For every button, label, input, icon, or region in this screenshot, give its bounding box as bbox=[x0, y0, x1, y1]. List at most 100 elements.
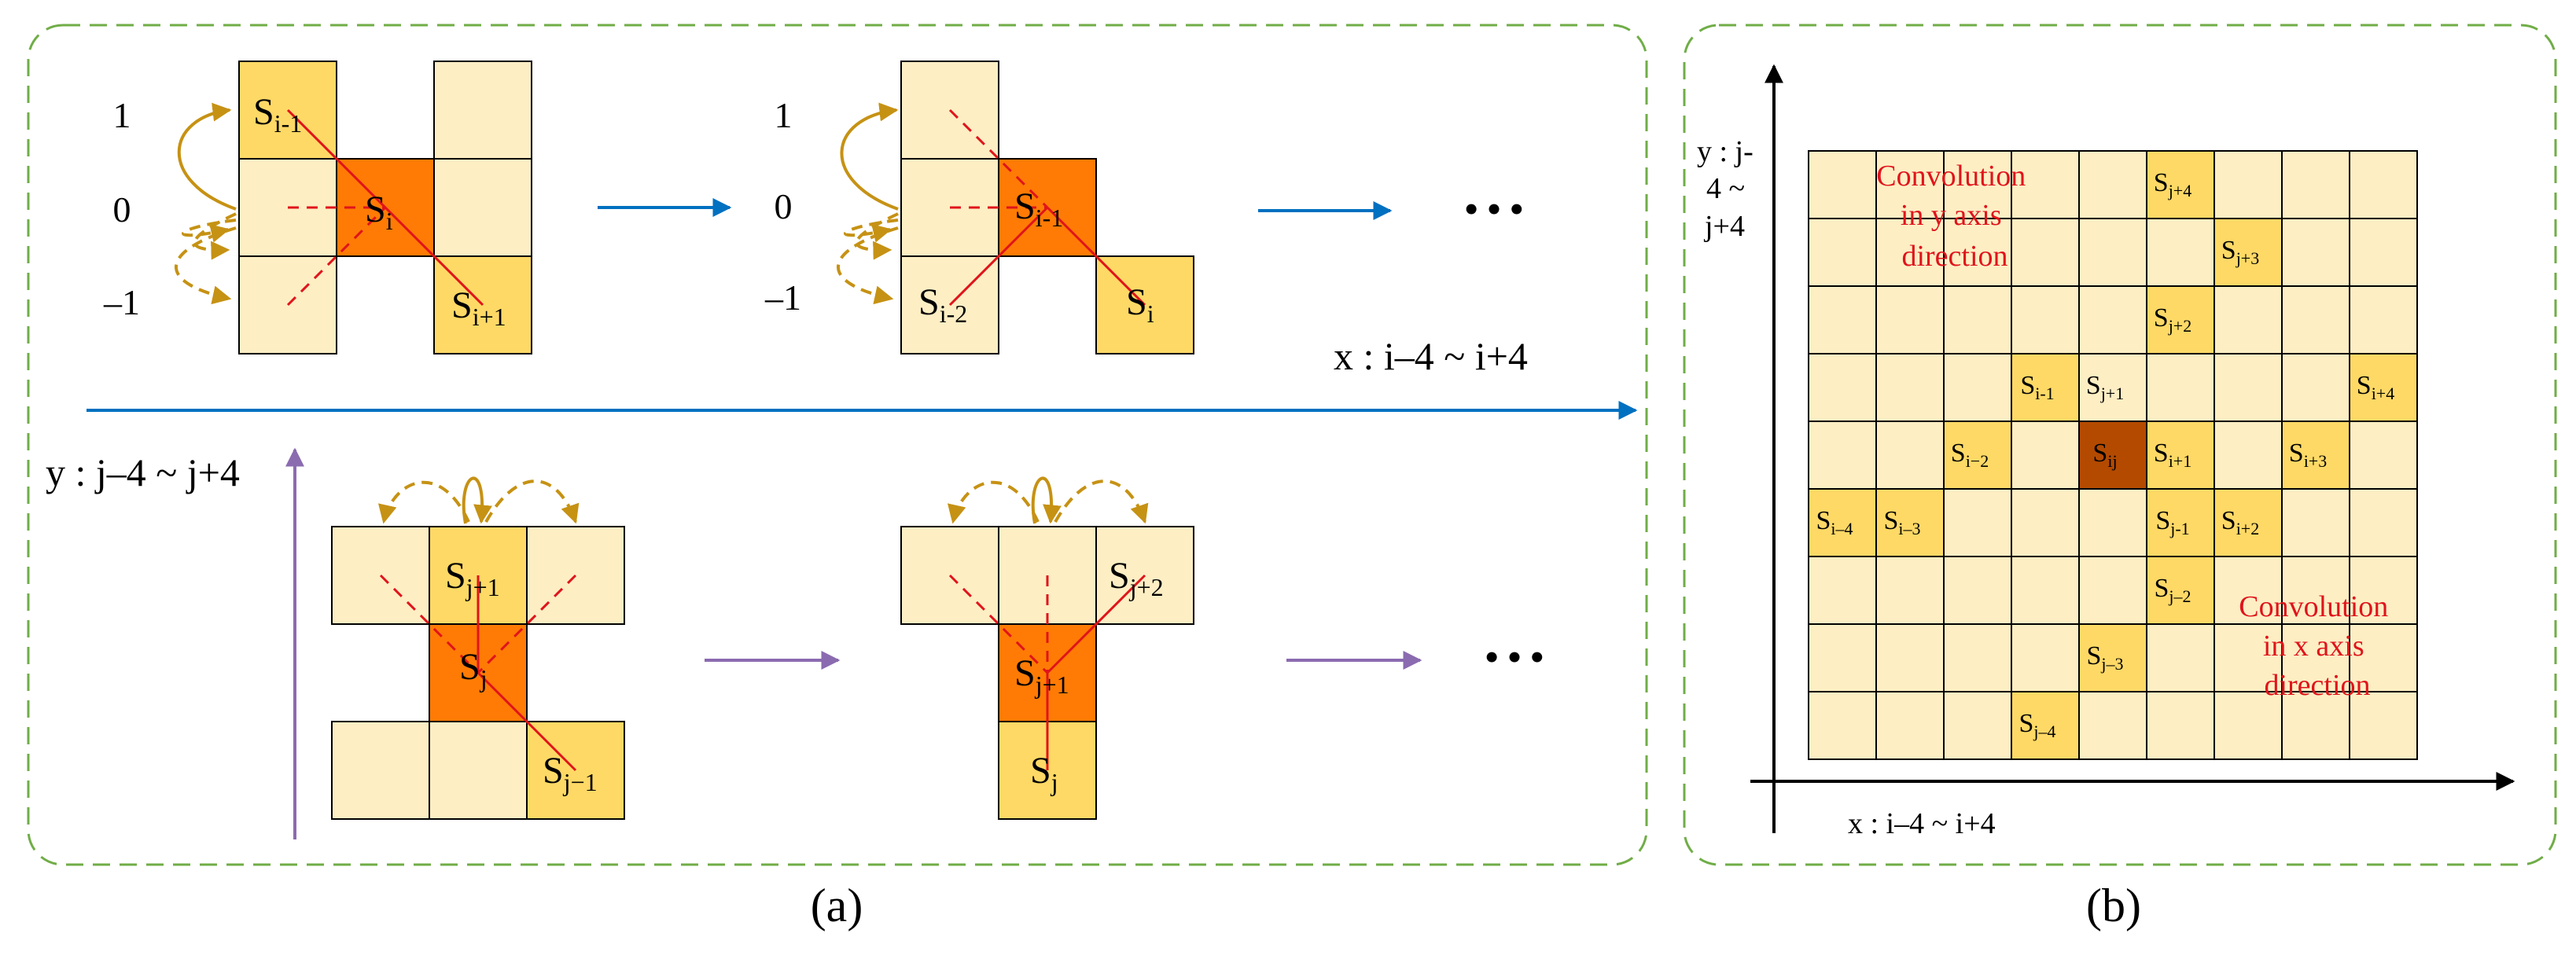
grid-cell-marked bbox=[2281, 421, 2350, 490]
red-dashed-line bbox=[948, 108, 1049, 209]
grid-cell-marked bbox=[2078, 353, 2147, 422]
cell-label: Sj+2 bbox=[1109, 555, 1164, 601]
grid-cell bbox=[2349, 150, 2418, 219]
grid-cell-marked bbox=[1875, 488, 1945, 557]
dashed-arrow bbox=[193, 212, 237, 260]
grid-cell bbox=[2011, 623, 2080, 692]
grid-cell bbox=[2078, 285, 2147, 354]
grid-cell bbox=[2214, 556, 2283, 625]
panel-b-frame bbox=[1683, 24, 2557, 866]
grid-cell bbox=[1875, 556, 1945, 625]
cell-label: Sj+1 bbox=[1014, 652, 1069, 699]
grid-cell-marked bbox=[2349, 353, 2418, 422]
grid-cell bbox=[1875, 691, 1945, 760]
row-label: 1 bbox=[113, 95, 131, 135]
grid-cell bbox=[1875, 421, 1945, 490]
grid-cell bbox=[2146, 691, 2215, 760]
cell bbox=[433, 158, 532, 257]
grid-cell-label: Sij bbox=[2092, 439, 2117, 471]
ellipsis: • • • bbox=[1485, 637, 1544, 678]
dashed-arrow bbox=[484, 479, 580, 524]
caption-a: (a) bbox=[811, 880, 863, 931]
grid-cell bbox=[2214, 150, 2283, 219]
grid-cell bbox=[1808, 150, 1877, 219]
dashed-arrow bbox=[844, 219, 899, 243]
red-dashed-line bbox=[477, 574, 577, 674]
grid-cell bbox=[1943, 623, 2012, 692]
cell-label: Sj bbox=[1030, 750, 1058, 796]
grid-cell bbox=[2078, 488, 2147, 557]
grid-cell-marked bbox=[2146, 285, 2215, 354]
x-axis-label: x : i–4 ~ i+4 bbox=[1334, 334, 1528, 378]
dashed-arrow bbox=[377, 480, 470, 524]
cell-label: Si bbox=[1126, 281, 1154, 328]
grid-cell bbox=[2349, 421, 2418, 490]
grid-cell bbox=[1943, 285, 2012, 354]
cell-label: Sj+1 bbox=[445, 555, 500, 601]
bottom-stage1: Sj+1 Sj Sj−1 bbox=[331, 476, 625, 820]
solid-arrow bbox=[462, 476, 492, 524]
grid-cell-label: Si–4 bbox=[1816, 506, 1853, 538]
panel-a-frame bbox=[27, 24, 1648, 866]
grid-cell bbox=[1808, 218, 1877, 287]
red-line bbox=[948, 206, 1049, 307]
row-label: 0 bbox=[775, 186, 793, 226]
red-line bbox=[1046, 206, 1146, 307]
grid-cell bbox=[2078, 218, 2147, 287]
grid-cell bbox=[1875, 285, 1945, 354]
grid-cell-label: Si+4 bbox=[2357, 371, 2394, 403]
cell bbox=[331, 721, 430, 820]
grid-cell bbox=[1875, 623, 1945, 692]
cell-label: Sj−1 bbox=[543, 750, 598, 796]
grid-cell-label: Sj+1 bbox=[2086, 371, 2124, 403]
grid-cell bbox=[2281, 353, 2350, 422]
grid-cell bbox=[1808, 556, 1877, 625]
cell-label: Si-1 bbox=[253, 91, 302, 138]
grid-cell-label: Si+2 bbox=[2221, 506, 2259, 538]
dashed-arrow bbox=[855, 212, 899, 260]
grid-cell bbox=[1943, 353, 2012, 422]
grid-cell bbox=[2281, 691, 2350, 760]
grid-cell bbox=[2349, 691, 2418, 760]
grid-cell-label: Si-1 bbox=[2020, 371, 2054, 403]
grid-cell bbox=[2214, 285, 2283, 354]
grid-cell-marked bbox=[2011, 353, 2080, 422]
grid-cell-marked bbox=[2011, 691, 2080, 760]
grid-cell bbox=[2281, 488, 2350, 557]
grid-cell-marked bbox=[1943, 421, 2012, 490]
red-dashed-line bbox=[948, 574, 1049, 674]
grid-cell bbox=[1875, 218, 1945, 287]
grid-cell bbox=[2214, 353, 2283, 422]
y-axis-label: y : j- 4 ~ j+4 bbox=[1697, 135, 1761, 243]
grid-cell bbox=[2011, 421, 2080, 490]
grid-cell bbox=[2349, 218, 2418, 287]
grid-cell bbox=[2214, 623, 2283, 692]
red-dashed-line bbox=[286, 206, 387, 307]
top-stage2: 1 0 –1 Si-1 Si-2 Si bbox=[764, 61, 1194, 354]
grid-cell bbox=[2281, 150, 2350, 219]
grid-cell bbox=[2281, 218, 2350, 287]
grid-cell-label: Sj–4 bbox=[2018, 709, 2055, 741]
grid-cell bbox=[1943, 150, 2012, 219]
grid-cell bbox=[1808, 421, 1877, 490]
grid-cell bbox=[2078, 150, 2147, 219]
row-label: –1 bbox=[764, 277, 801, 318]
y-axis-label: y : j–4 ~ j+4 bbox=[46, 450, 240, 494]
grid-cell bbox=[1943, 218, 2012, 287]
grid-cell-label: Sj+3 bbox=[2221, 236, 2259, 268]
grid-cell-label: Sj–2 bbox=[2154, 574, 2191, 606]
grid-cell bbox=[2146, 623, 2215, 692]
grid-cell-marked bbox=[2214, 488, 2283, 557]
grid-cell bbox=[2011, 556, 2080, 625]
dashed-arrow bbox=[175, 226, 237, 305]
grid-cell-label: Si–3 bbox=[1883, 506, 1920, 538]
ellipsis: • • • bbox=[1465, 189, 1523, 230]
grid-cell bbox=[2281, 285, 2350, 354]
grid-cell-label: Sj–3 bbox=[2086, 641, 2123, 674]
grid-cell bbox=[2349, 488, 2418, 557]
dashed-arrow bbox=[837, 226, 899, 305]
cell bbox=[433, 61, 532, 160]
grid-cell bbox=[2146, 353, 2215, 422]
dashed-arrow bbox=[947, 480, 1040, 524]
